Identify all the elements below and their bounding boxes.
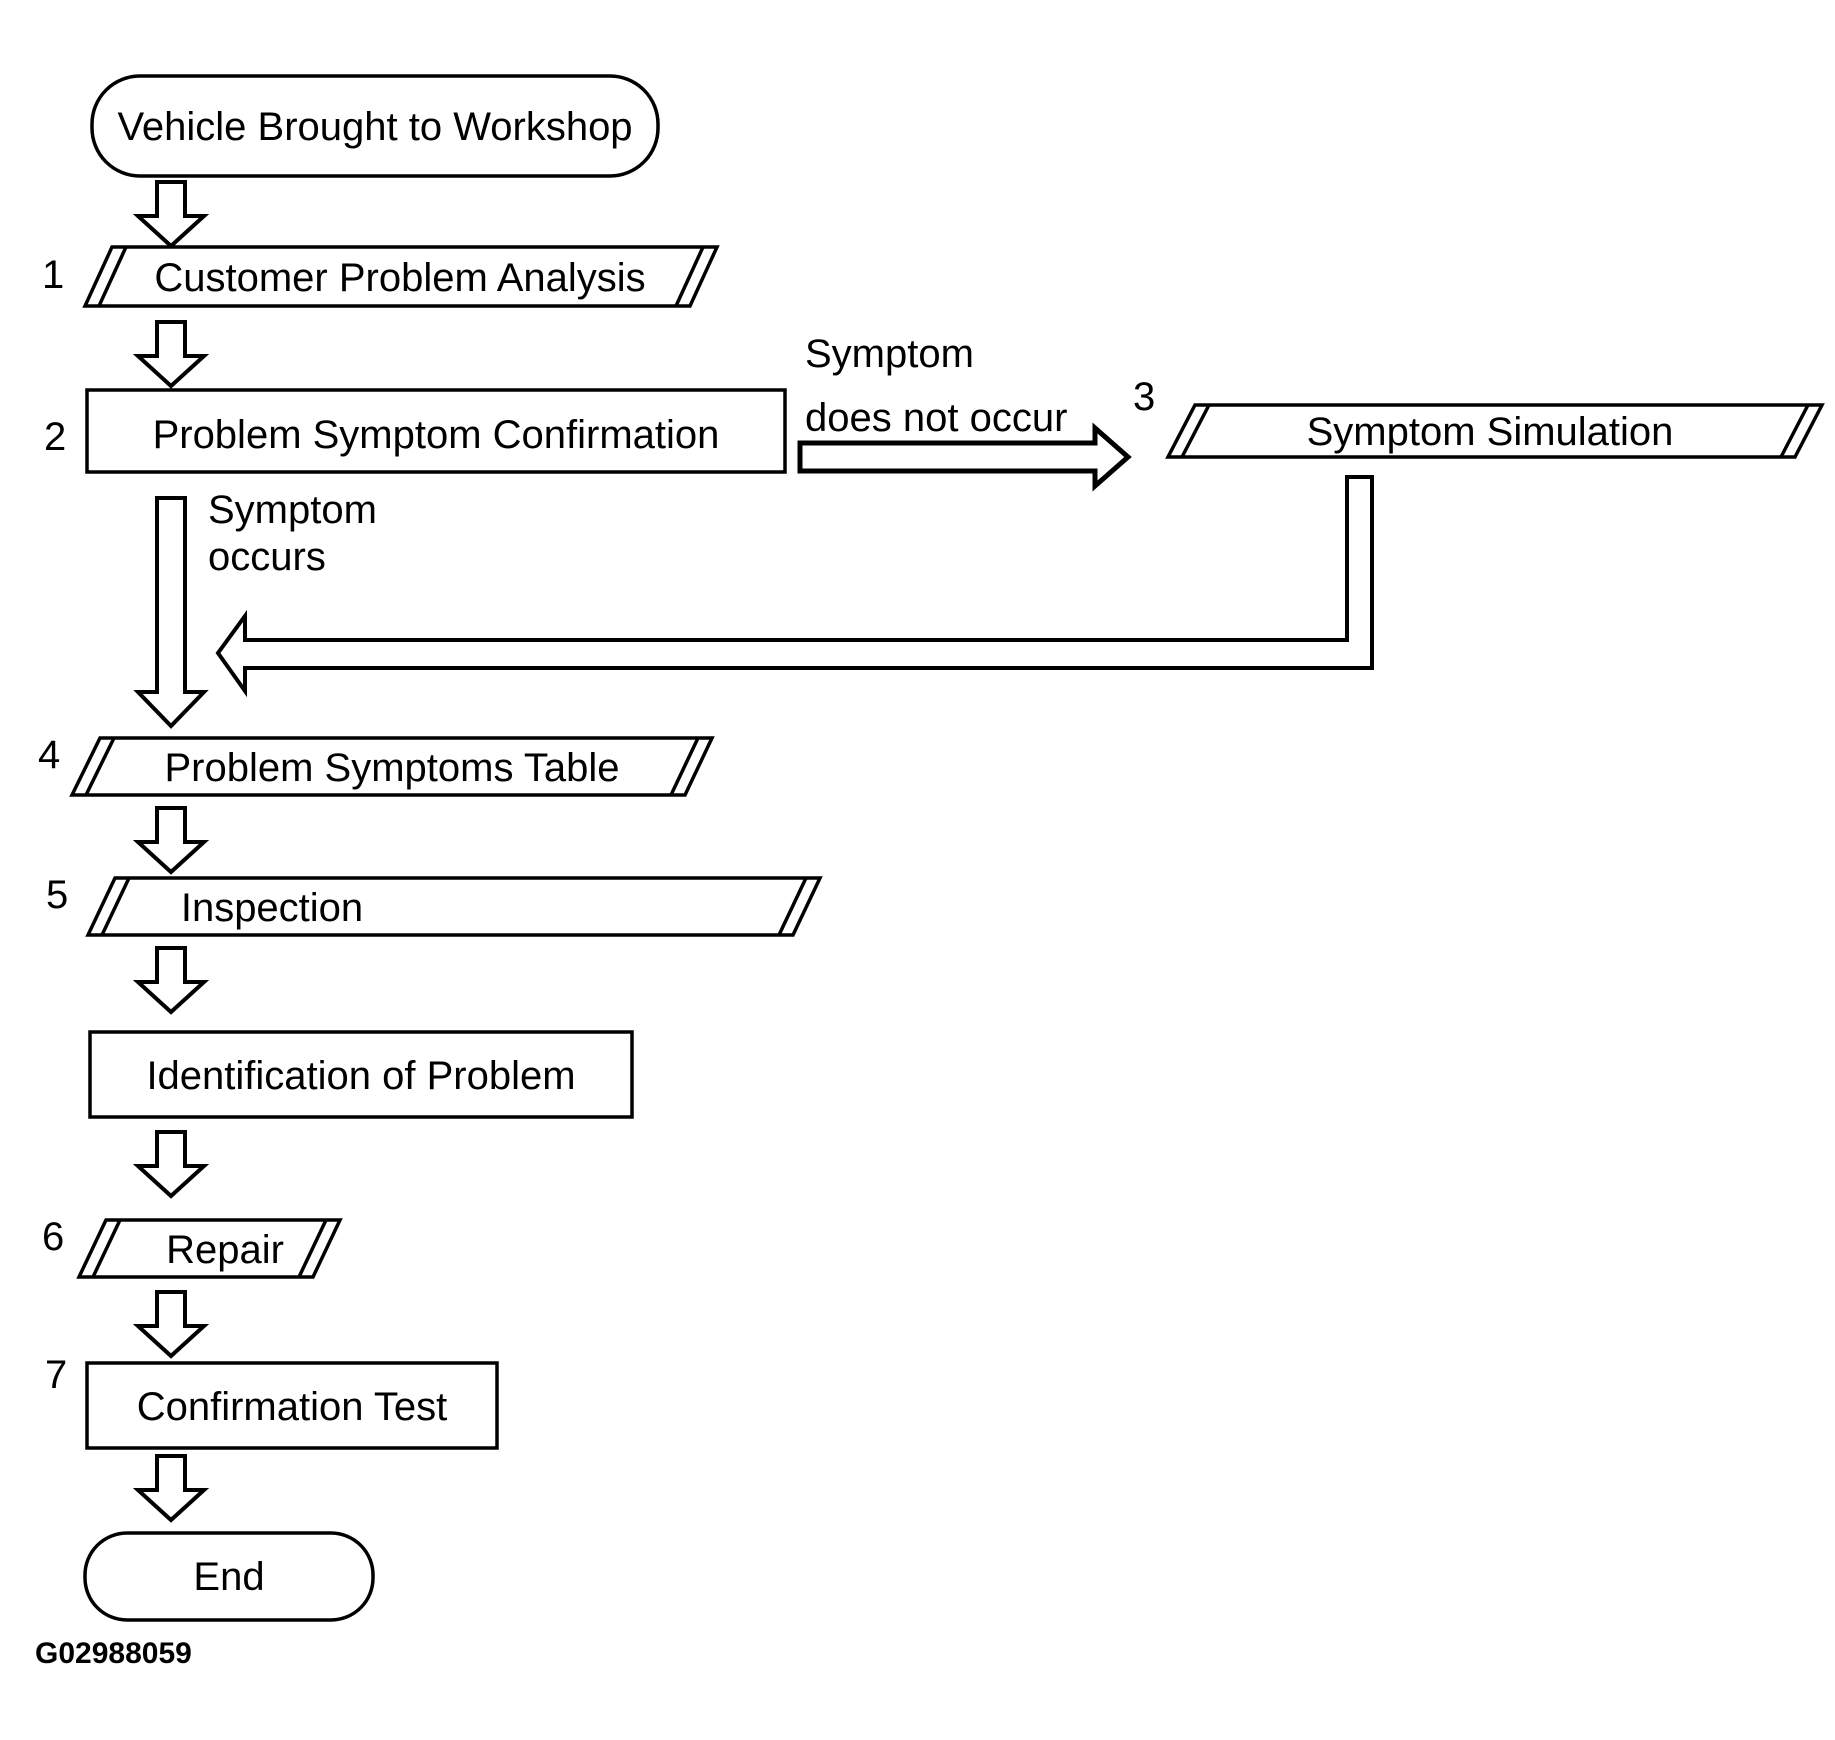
step5-double-slash xyxy=(100,877,808,936)
step6-double-slash xyxy=(91,1219,328,1278)
step3-number: 3 xyxy=(1133,375,1155,419)
step1-double-slash xyxy=(97,246,705,307)
step7-label: Confirmation Test xyxy=(137,1385,448,1429)
symptom-occurs-arrow xyxy=(133,496,209,729)
not-occur-label-line2: does not occur xyxy=(805,396,1067,440)
step3-double-slash xyxy=(1180,404,1810,458)
identification-rect xyxy=(88,1030,634,1119)
step6-parallelogram xyxy=(76,1218,343,1279)
step4-parallelogram xyxy=(69,736,715,797)
step6-label: Repair xyxy=(166,1228,284,1272)
step3-parallelogram xyxy=(1165,403,1825,459)
step1-number: 1 xyxy=(42,253,64,297)
not-occur-label-line1: Symptom xyxy=(805,332,974,376)
step7-number: 7 xyxy=(45,1353,67,1397)
step4-number: 4 xyxy=(38,733,60,777)
flow-arrow-start-to-1 xyxy=(136,180,206,248)
step2-rect xyxy=(85,388,787,474)
step7-rect xyxy=(85,1361,499,1450)
step5-number: 5 xyxy=(46,873,68,917)
end-label: End xyxy=(193,1555,264,1599)
step5-parallelogram xyxy=(85,876,823,937)
identification-label: Identification of Problem xyxy=(146,1054,575,1098)
flow-arrow-6-to-7 xyxy=(136,1290,206,1358)
step1-parallelogram xyxy=(82,245,720,308)
flow-arrow-7-to-end xyxy=(136,1454,206,1522)
flow-arrow-identification-to-6 xyxy=(136,1130,206,1198)
step3-label: Symptom Simulation xyxy=(1307,410,1674,454)
occurs-label-line2: occurs xyxy=(208,535,326,579)
flow-arrow-1-to-2 xyxy=(136,320,206,388)
step5-label: Inspection xyxy=(181,886,363,930)
step6-number: 6 xyxy=(42,1215,64,1259)
start-label: Vehicle Brought to Workshop xyxy=(117,105,632,149)
step2-number: 2 xyxy=(44,415,66,459)
figure-code: G02988059 xyxy=(35,1637,192,1670)
occurs-label-line1: Symptom xyxy=(208,488,377,532)
step4-double-slash xyxy=(84,737,700,796)
step1-label: Customer Problem Analysis xyxy=(154,256,645,300)
simulation-return-arrow xyxy=(215,475,1374,698)
step2-label: Problem Symptom Confirmation xyxy=(153,413,720,457)
symptom-does-not-occur-arrow xyxy=(797,422,1132,492)
end-terminator xyxy=(83,1531,375,1622)
start-terminator xyxy=(90,74,660,178)
flow-arrow-4-to-5 xyxy=(136,806,206,874)
flow-arrow-5-to-identification xyxy=(136,946,206,1014)
step4-label: Problem Symptoms Table xyxy=(165,746,620,790)
